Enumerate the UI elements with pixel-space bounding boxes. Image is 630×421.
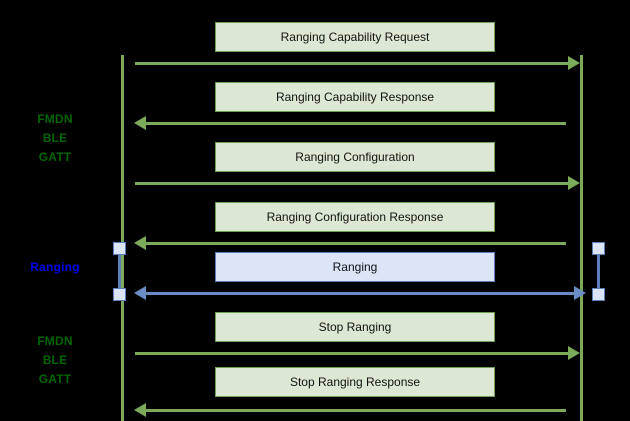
message-box-ranging-configuration-response: Ranging Configuration Response bbox=[215, 202, 495, 232]
ranging-activation-right bbox=[597, 248, 600, 294]
arrow-shaft bbox=[146, 242, 566, 245]
message-box-ranging-capability-request: Ranging Capability Request bbox=[215, 22, 495, 52]
phase-label-fmdn-ble-gatt-bottom: FMDN BLE GATT bbox=[37, 334, 73, 386]
ranging-activation-node-left-top bbox=[113, 242, 126, 255]
message-box-ranging-configuration: Ranging Configuration bbox=[215, 142, 495, 172]
phase-label-fmdn-ble-gatt-top: FMDN BLE GATT bbox=[37, 112, 73, 164]
message-box-stop-ranging: Stop Ranging bbox=[215, 312, 495, 342]
arrow-head-right-icon bbox=[574, 286, 586, 300]
ranging-activation-node-right-bottom bbox=[592, 288, 605, 301]
left-lifeline bbox=[121, 55, 124, 421]
ranging-activation-node-left-bottom bbox=[113, 288, 126, 301]
message-arrow-ranging-capability-response bbox=[134, 116, 566, 130]
ranging-activation-node-right-top bbox=[592, 242, 605, 255]
arrow-shaft bbox=[135, 182, 568, 185]
arrow-shaft bbox=[146, 122, 566, 125]
right-lifeline bbox=[580, 55, 583, 421]
message-box-ranging-capability-response: Ranging Capability Response bbox=[215, 82, 495, 112]
arrow-head-left-icon bbox=[134, 403, 146, 417]
phase-label-ranging: Ranging bbox=[30, 260, 80, 274]
arrow-shaft bbox=[135, 352, 568, 355]
arrow-head-right-icon bbox=[568, 56, 580, 70]
arrow-head-left-icon bbox=[134, 236, 146, 250]
message-arrow-ranging-configuration-response bbox=[134, 236, 566, 250]
arrow-head-left-icon bbox=[134, 116, 146, 130]
message-box-stop-ranging-response: Stop Ranging Response bbox=[215, 367, 495, 397]
message-arrow-stop-ranging bbox=[135, 346, 580, 360]
message-arrow-ranging-configuration bbox=[135, 176, 580, 190]
arrow-head-left-icon bbox=[134, 286, 146, 300]
message-arrow-ranging-capability-request bbox=[135, 56, 580, 70]
arrow-shaft bbox=[146, 292, 574, 295]
arrow-head-right-icon bbox=[568, 346, 580, 360]
message-arrow-ranging bbox=[134, 286, 586, 300]
arrow-shaft bbox=[135, 62, 568, 65]
message-box-ranging: Ranging bbox=[215, 252, 495, 282]
arrow-shaft bbox=[146, 409, 566, 412]
message-arrow-stop-ranging-response bbox=[134, 403, 566, 417]
arrow-head-right-icon bbox=[568, 176, 580, 190]
ranging-activation-left bbox=[118, 248, 121, 294]
